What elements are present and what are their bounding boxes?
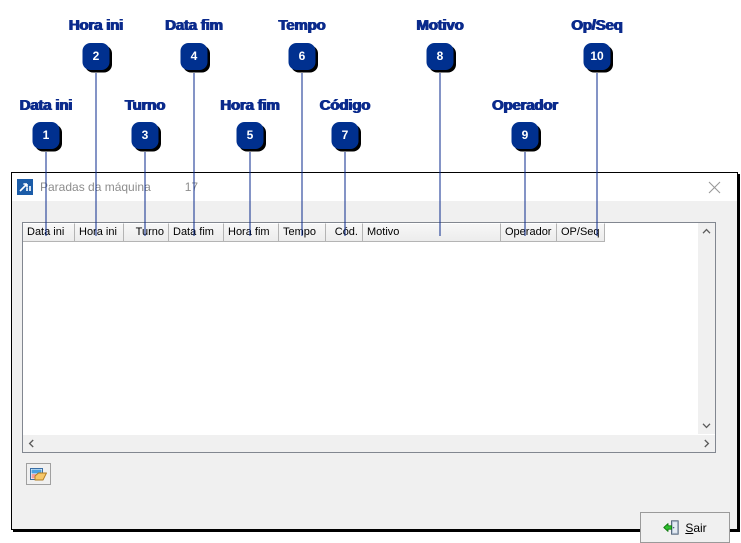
column-header-data-fim[interactable]: Data fim (169, 223, 224, 242)
listview-header[interactable]: Data ini Hora ini Turno Data fim Hora fi… (23, 223, 697, 242)
window-body: Data ini Hora ini Turno Data fim Hora fi… (12, 201, 737, 543)
open-folder-icon (30, 467, 47, 482)
exit-button-label: Sair (685, 521, 706, 535)
vertical-scrollbar[interactable] (697, 223, 715, 434)
column-header-operador[interactable]: Operador (501, 223, 557, 242)
exit-accel-letter: S (685, 520, 694, 535)
annotation-badge-3: 3 (131, 122, 159, 149)
chevron-up-icon[interactable] (698, 223, 715, 240)
chevron-down-icon[interactable] (698, 417, 715, 434)
column-header-hora-fim[interactable]: Hora fim (224, 223, 279, 242)
column-header-codigo[interactable]: Cód. (326, 223, 363, 242)
column-header-data-ini[interactable]: Data ini (23, 223, 75, 242)
annotation-badge-2: 2 (82, 43, 110, 70)
listview-rows[interactable] (23, 242, 697, 434)
horizontal-scrollbar[interactable] (23, 434, 715, 452)
column-header-motivo[interactable]: Motivo (363, 223, 501, 242)
paradas-listview[interactable]: Data ini Hora ini Turno Data fim Hora fi… (22, 222, 716, 453)
annotation-badge-7: 7 (331, 122, 359, 149)
window-titlebar[interactable]: Paradas da máquina 17 (12, 173, 737, 201)
exit-button[interactable]: Sair (640, 512, 730, 543)
chart-arrow-icon (17, 179, 33, 195)
annotation-label-5: Hora fim (220, 97, 280, 114)
annotation-badge-8: 8 (426, 43, 454, 70)
paradas-da-maquina-window: Paradas da máquina 17 Data ini Hora ini … (11, 172, 738, 543)
open-folder-button[interactable] (26, 463, 51, 485)
listview-main: Data ini Hora ini Turno Data fim Hora fi… (23, 223, 697, 434)
exit-door-icon (663, 520, 679, 535)
annotation-label-6: Tempo (278, 17, 326, 34)
annotation-badge-5: 5 (236, 122, 264, 149)
annotation-label-10: Op/Seq (571, 17, 623, 34)
exit-label-rest: air (693, 520, 707, 535)
annotation-label-1: Data ini (19, 97, 73, 114)
annotation-badge-10: 10 (583, 43, 611, 70)
annotation-label-3: Turno (124, 97, 166, 114)
annotation-badge-4: 4 (180, 43, 208, 70)
column-header-turno[interactable]: Turno (124, 223, 169, 242)
column-header-tempo[interactable]: Tempo (279, 223, 326, 242)
annotation-label-9: Operador (492, 97, 558, 114)
chevron-left-icon[interactable] (23, 435, 40, 452)
annotation-label-7: Código (319, 97, 371, 114)
window-title-count: 17 (184, 180, 199, 194)
annotation-label-2: Hora ini (68, 17, 124, 34)
close-icon[interactable] (692, 173, 737, 201)
chevron-right-icon[interactable] (698, 435, 715, 452)
column-header-hora-ini[interactable]: Hora ini (75, 223, 124, 242)
annotation-label-4: Data fim (165, 17, 223, 34)
annotation-badge-9: 9 (511, 122, 539, 149)
window-title: Paradas da máquina (40, 180, 151, 194)
column-header-op-seq[interactable]: OP/Seq (557, 223, 605, 242)
listview-top: Data ini Hora ini Turno Data fim Hora fi… (23, 223, 715, 434)
annotation-badge-6: 6 (288, 43, 316, 70)
annotation-label-8: Motivo (416, 17, 464, 34)
annotation-badge-1: 1 (32, 122, 60, 149)
